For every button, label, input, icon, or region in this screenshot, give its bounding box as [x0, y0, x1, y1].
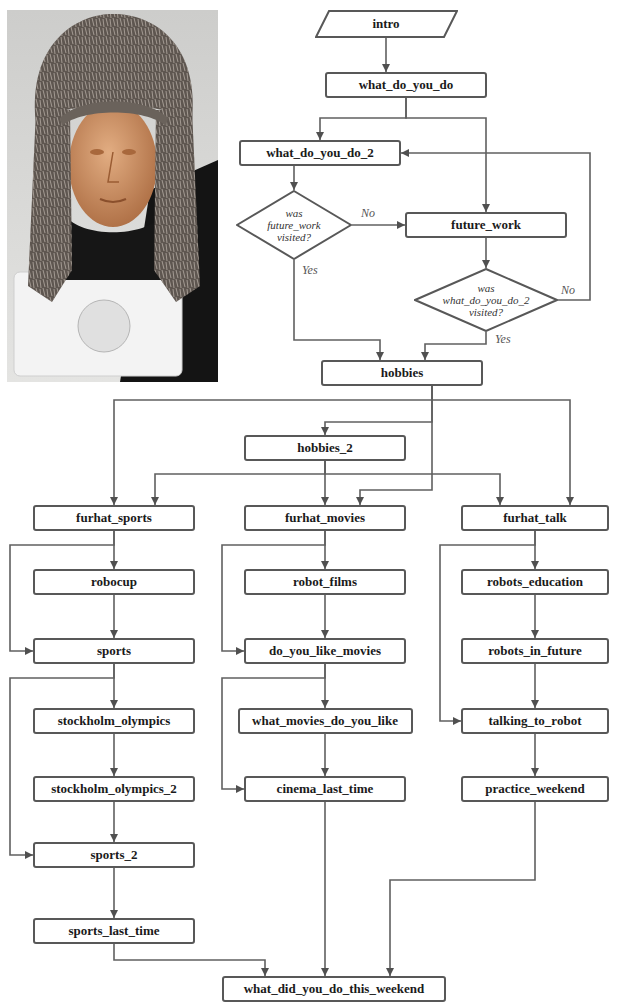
flow-connector — [432, 386, 570, 505]
nose — [108, 152, 119, 182]
decision-diamond: was future_work visited? — [236, 190, 352, 260]
flow-connector — [425, 332, 486, 360]
node-label: robot_films — [293, 575, 357, 589]
shape-outline — [415, 269, 557, 331]
flow-connector — [534, 595, 536, 638]
edge-label: No — [560, 284, 576, 297]
edge-label: No — [360, 207, 376, 220]
process-box: future_work — [405, 212, 567, 238]
node-label: furhat_movies — [285, 511, 365, 525]
node-label: stockholm_olympics — [58, 714, 171, 728]
edge-label: Yes — [494, 333, 512, 346]
start-parallelogram: intro — [315, 10, 458, 38]
shape-outline — [237, 191, 351, 259]
flow-connector — [113, 595, 115, 638]
hat-brim — [60, 102, 168, 127]
flow-connector — [534, 664, 536, 708]
process-box: what_do_you_do_2 — [239, 140, 401, 166]
node-label: was what_do_you_do_2 visited? — [438, 282, 534, 319]
process-box: sports_last_time — [33, 918, 195, 944]
flow-connector — [385, 38, 387, 72]
flow-connector — [324, 595, 326, 638]
process-box: what_do_you_do — [325, 72, 487, 98]
process-box: robots_in_future — [461, 638, 609, 664]
process-box: sports_2 — [33, 842, 195, 868]
node-label: what_did_you_do_this_weekend — [244, 982, 425, 996]
process-box: hobbies_2 — [244, 435, 406, 461]
flow-connector — [114, 944, 265, 976]
flow-connector — [155, 461, 325, 505]
process-box: do_you_like_movies — [244, 638, 406, 664]
flow-connector — [294, 260, 380, 360]
flow-connector — [485, 238, 487, 268]
shape-outline — [316, 11, 457, 37]
node-label: future_work — [451, 218, 521, 232]
node-label: talking_to_robot — [489, 714, 582, 728]
decision-diamond: was what_do_you_do_2 visited? — [414, 268, 558, 332]
process-box: robocup — [33, 569, 195, 595]
flow-connector — [352, 224, 405, 226]
process-box: cinema_last_time — [244, 776, 406, 802]
node-label: sports — [97, 644, 131, 658]
process-box: what_did_you_do_this_weekend — [222, 976, 446, 1002]
eye — [122, 149, 136, 155]
hat-flap — [154, 110, 200, 302]
node-label: furhat_talk — [503, 511, 567, 525]
flow-connector — [113, 802, 115, 842]
flow-connector — [406, 98, 486, 212]
process-box: furhat_sports — [33, 505, 195, 531]
hat-fur — [28, 110, 72, 302]
node-label: furhat_sports — [76, 511, 152, 525]
node-label: intro — [372, 17, 399, 31]
flow-connector — [324, 802, 326, 976]
process-box: hobbies — [321, 360, 483, 386]
node-label: hobbies_2 — [297, 441, 353, 455]
node-label: do_you_like_movies — [269, 644, 381, 658]
process-box: talking_to_robot — [461, 708, 609, 734]
process-box: sports — [33, 638, 195, 664]
node-label: sports_last_time — [69, 924, 160, 938]
node-label: practice_weekend — [485, 782, 585, 796]
process-box: stockholm_olympics — [33, 708, 195, 734]
node-label: was future_work visited? — [259, 207, 329, 244]
hat-fur — [154, 110, 200, 302]
process-box: practice_weekend — [461, 776, 609, 802]
process-box: robots_education — [461, 569, 609, 595]
flow-connector — [113, 734, 115, 776]
edge-label: Yes — [301, 264, 319, 277]
node-label: robots_in_future — [488, 644, 581, 658]
node-label: robots_education — [487, 575, 583, 589]
process-box: furhat_talk — [461, 505, 609, 531]
process-box: robot_films — [244, 569, 406, 595]
process-box: what_movies_do_you_like — [238, 708, 413, 734]
flow-connector — [440, 531, 535, 721]
eye — [90, 149, 104, 155]
node-label: stockholm_olympics_2 — [51, 782, 177, 796]
flow-connector — [113, 868, 115, 918]
node-label: what_do_you_do_2 — [266, 146, 374, 160]
mouth — [100, 199, 126, 202]
flow-connector — [114, 386, 432, 505]
flow-connector — [325, 461, 500, 505]
node-label: what_movies_do_you_like — [252, 714, 398, 728]
robot-face — [69, 103, 157, 227]
flow-connector — [320, 98, 406, 140]
photo-background — [7, 10, 218, 382]
process-box: stockholm_olympics_2 — [33, 776, 195, 802]
hat-flap — [28, 110, 72, 302]
flow-connector — [324, 734, 326, 776]
flow-connector — [293, 166, 295, 190]
process-box: furhat_movies — [244, 505, 406, 531]
flow-connector — [10, 664, 114, 855]
flow-connector — [534, 734, 536, 776]
node-label: cinema_last_time — [277, 782, 374, 796]
node-label: sports_2 — [91, 848, 138, 862]
flow-connector — [390, 802, 535, 976]
node-label: what_do_you_do — [359, 78, 454, 92]
base-speaker — [78, 300, 130, 352]
node-label: hobbies — [381, 366, 424, 380]
node-label: robocup — [91, 575, 137, 589]
flow-connector — [325, 386, 432, 435]
